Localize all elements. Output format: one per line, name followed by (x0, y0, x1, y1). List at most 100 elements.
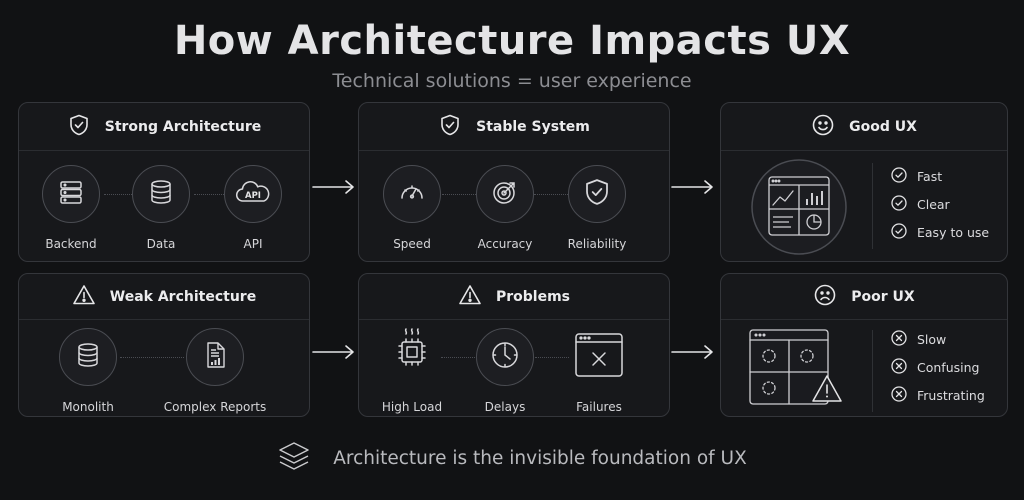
panel-header: Stable System (359, 103, 669, 151)
connector (194, 194, 230, 195)
check-circle-icon (891, 194, 907, 214)
broken-dashboard-icon (747, 329, 847, 414)
node-label: Failures (576, 400, 622, 414)
shield-check-icon (582, 177, 612, 211)
node-label: Complex Reports (163, 400, 267, 414)
list-item: Easy to use (891, 218, 989, 246)
connector (535, 357, 569, 358)
smile-icon (811, 113, 835, 141)
connector (120, 357, 184, 358)
check-circle-icon (891, 166, 907, 186)
arrow-right-icon (312, 345, 354, 359)
panel-header: Problems (359, 274, 669, 320)
panel-weak-architecture: Weak Architecture Monolith Complex Repor… (18, 273, 310, 417)
list-item: Confusing (891, 353, 985, 381)
node-accuracy: Accuracy (450, 165, 560, 251)
panel-stable-system: Stable System Speed Accuracy Reliability (358, 102, 670, 262)
check-circle-icon (891, 222, 907, 242)
node-label: Speed (393, 237, 431, 251)
panel-poor-ux: Poor UX Slow Confusing Fr (720, 273, 1008, 417)
frown-icon (813, 283, 837, 311)
x-circle-icon (891, 329, 907, 349)
list-item: Fast (891, 162, 989, 190)
speedometer-icon (396, 176, 428, 212)
node-data: Data (106, 165, 216, 251)
list-item-label: Confusing (917, 359, 980, 375)
broken-dashboard-illustration (747, 328, 847, 414)
page-title: How Architecture Impacts UX (173, 18, 851, 64)
warning-icon (458, 283, 482, 311)
connector (441, 357, 475, 358)
panel-title: Poor UX (851, 288, 915, 305)
dashboard-icon (751, 159, 847, 259)
good-ux-list: Fast Clear Easy to use (891, 162, 989, 246)
x-circle-icon (891, 385, 907, 405)
arrow-right-icon (671, 180, 713, 194)
list-item: Clear (891, 190, 989, 218)
hot-chip-icon (392, 326, 432, 380)
panel-header: Weak Architecture (19, 274, 309, 320)
list-item-label: Frustrating (917, 387, 985, 403)
poor-ux-list: Slow Confusing Frustrating (891, 325, 985, 409)
node-label: Delays (484, 400, 526, 414)
warning-icon (72, 283, 96, 311)
panel-title: Good UX (849, 118, 917, 135)
database-icon (146, 177, 176, 211)
cloud-api-icon: API (233, 177, 273, 211)
connector (442, 194, 476, 195)
panel-header: Good UX (721, 103, 1007, 151)
node-api: API API (198, 165, 308, 251)
node-reliability: Reliability (542, 165, 652, 251)
node-failures: Failures (544, 328, 654, 414)
arrow-right-icon (671, 345, 713, 359)
list-item-label: Slow (917, 331, 947, 347)
list-item-label: Clear (917, 196, 950, 212)
node-label: Monolith (62, 400, 114, 414)
connector (534, 194, 568, 195)
node-label: Data (146, 237, 176, 251)
node-speed: Speed (357, 165, 467, 251)
panel-title: Stable System (476, 118, 590, 135)
x-circle-icon (891, 357, 907, 377)
target-icon (489, 176, 521, 212)
page-subtitle: Technical solutions = user experience (332, 70, 692, 92)
list-item-label: Fast (917, 168, 943, 184)
connector (104, 194, 146, 195)
panel-problems: Problems High Load Delays Failures (358, 273, 670, 417)
node-label: Accuracy (477, 237, 533, 251)
divider (872, 163, 873, 249)
layers-icon (277, 440, 311, 477)
panel-strong-architecture: Strong Architecture Backend Data API API (18, 102, 310, 262)
node-backend: Backend (16, 165, 126, 251)
server-icon (56, 177, 86, 211)
node-complex-reports: Complex Reports (160, 328, 270, 414)
node-label: API (243, 237, 263, 251)
shield-check-icon (67, 113, 91, 141)
panel-title: Problems (495, 288, 571, 305)
dashboard-illustration (751, 159, 847, 259)
footer: Architecture is the invisible foundation… (0, 440, 1024, 477)
node-monolith: Monolith (33, 328, 143, 414)
clock-icon (489, 339, 521, 375)
node-label: Reliability (567, 237, 627, 251)
node-label: High Load (381, 400, 443, 414)
divider (872, 330, 873, 412)
panel-title: Strong Architecture (104, 118, 262, 135)
list-item: Frustrating (891, 381, 985, 409)
list-item-label: Easy to use (917, 224, 990, 240)
error-window-icon (574, 332, 624, 382)
panel-good-ux: Good UX Fast Clear Easy t (720, 102, 1008, 262)
shield-check-icon (438, 113, 462, 141)
database-icon (73, 340, 103, 374)
list-item: Slow (891, 325, 985, 353)
report-icon (200, 340, 230, 374)
node-label: Backend (45, 237, 97, 251)
footer-text: Architecture is the invisible foundation… (333, 448, 747, 469)
node-delays: Delays (450, 328, 560, 414)
node-high-load: High Load (357, 324, 467, 414)
panel-header: Strong Architecture (19, 103, 309, 151)
api-icon-text: API (245, 191, 261, 201)
panel-header: Poor UX (721, 274, 1007, 320)
panel-title: Weak Architecture (109, 288, 257, 305)
arrow-right-icon (312, 180, 354, 194)
